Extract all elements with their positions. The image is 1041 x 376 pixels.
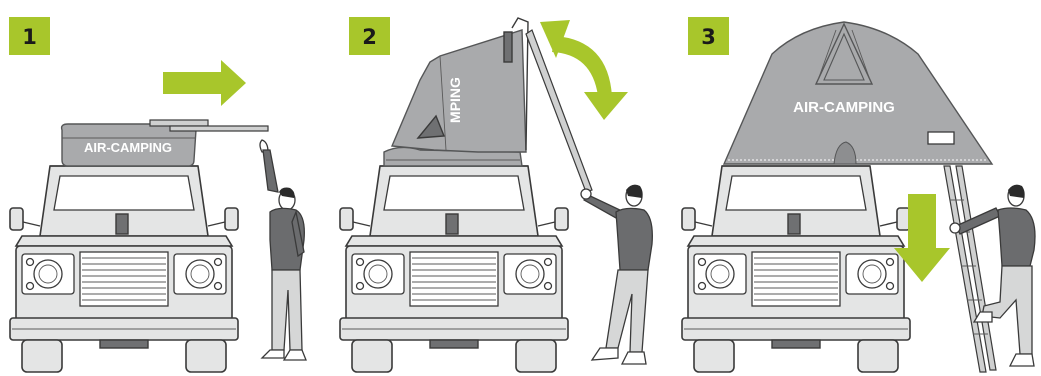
step-3-number: 3 (701, 25, 716, 49)
ladder (944, 166, 996, 372)
step-1-panel: 1 AIR-CAMPING (9, 17, 306, 372)
closed-tent-box: AIR-CAMPING (62, 120, 268, 166)
step-2-panel: 2 MPING (340, 17, 652, 372)
open-tent: AIR-CAMPING (724, 22, 992, 164)
tent-brand-label: AIR-CAMPING (84, 140, 172, 155)
person (581, 185, 652, 364)
vehicle-front (10, 166, 238, 372)
tent-brand-label: MPING (447, 77, 463, 123)
person (260, 140, 306, 360)
tent-brand-label: AIR-CAMPING (793, 99, 895, 116)
vehicle-front (682, 166, 910, 372)
step-1-number: 1 (22, 25, 37, 49)
half-open-tent: MPING (384, 18, 528, 166)
arrow-right-icon (163, 60, 246, 106)
step-2-number: 2 (362, 25, 377, 49)
step-3-panel: 3 AIR-CAMPING (682, 17, 1035, 372)
vehicle-front (340, 166, 568, 372)
